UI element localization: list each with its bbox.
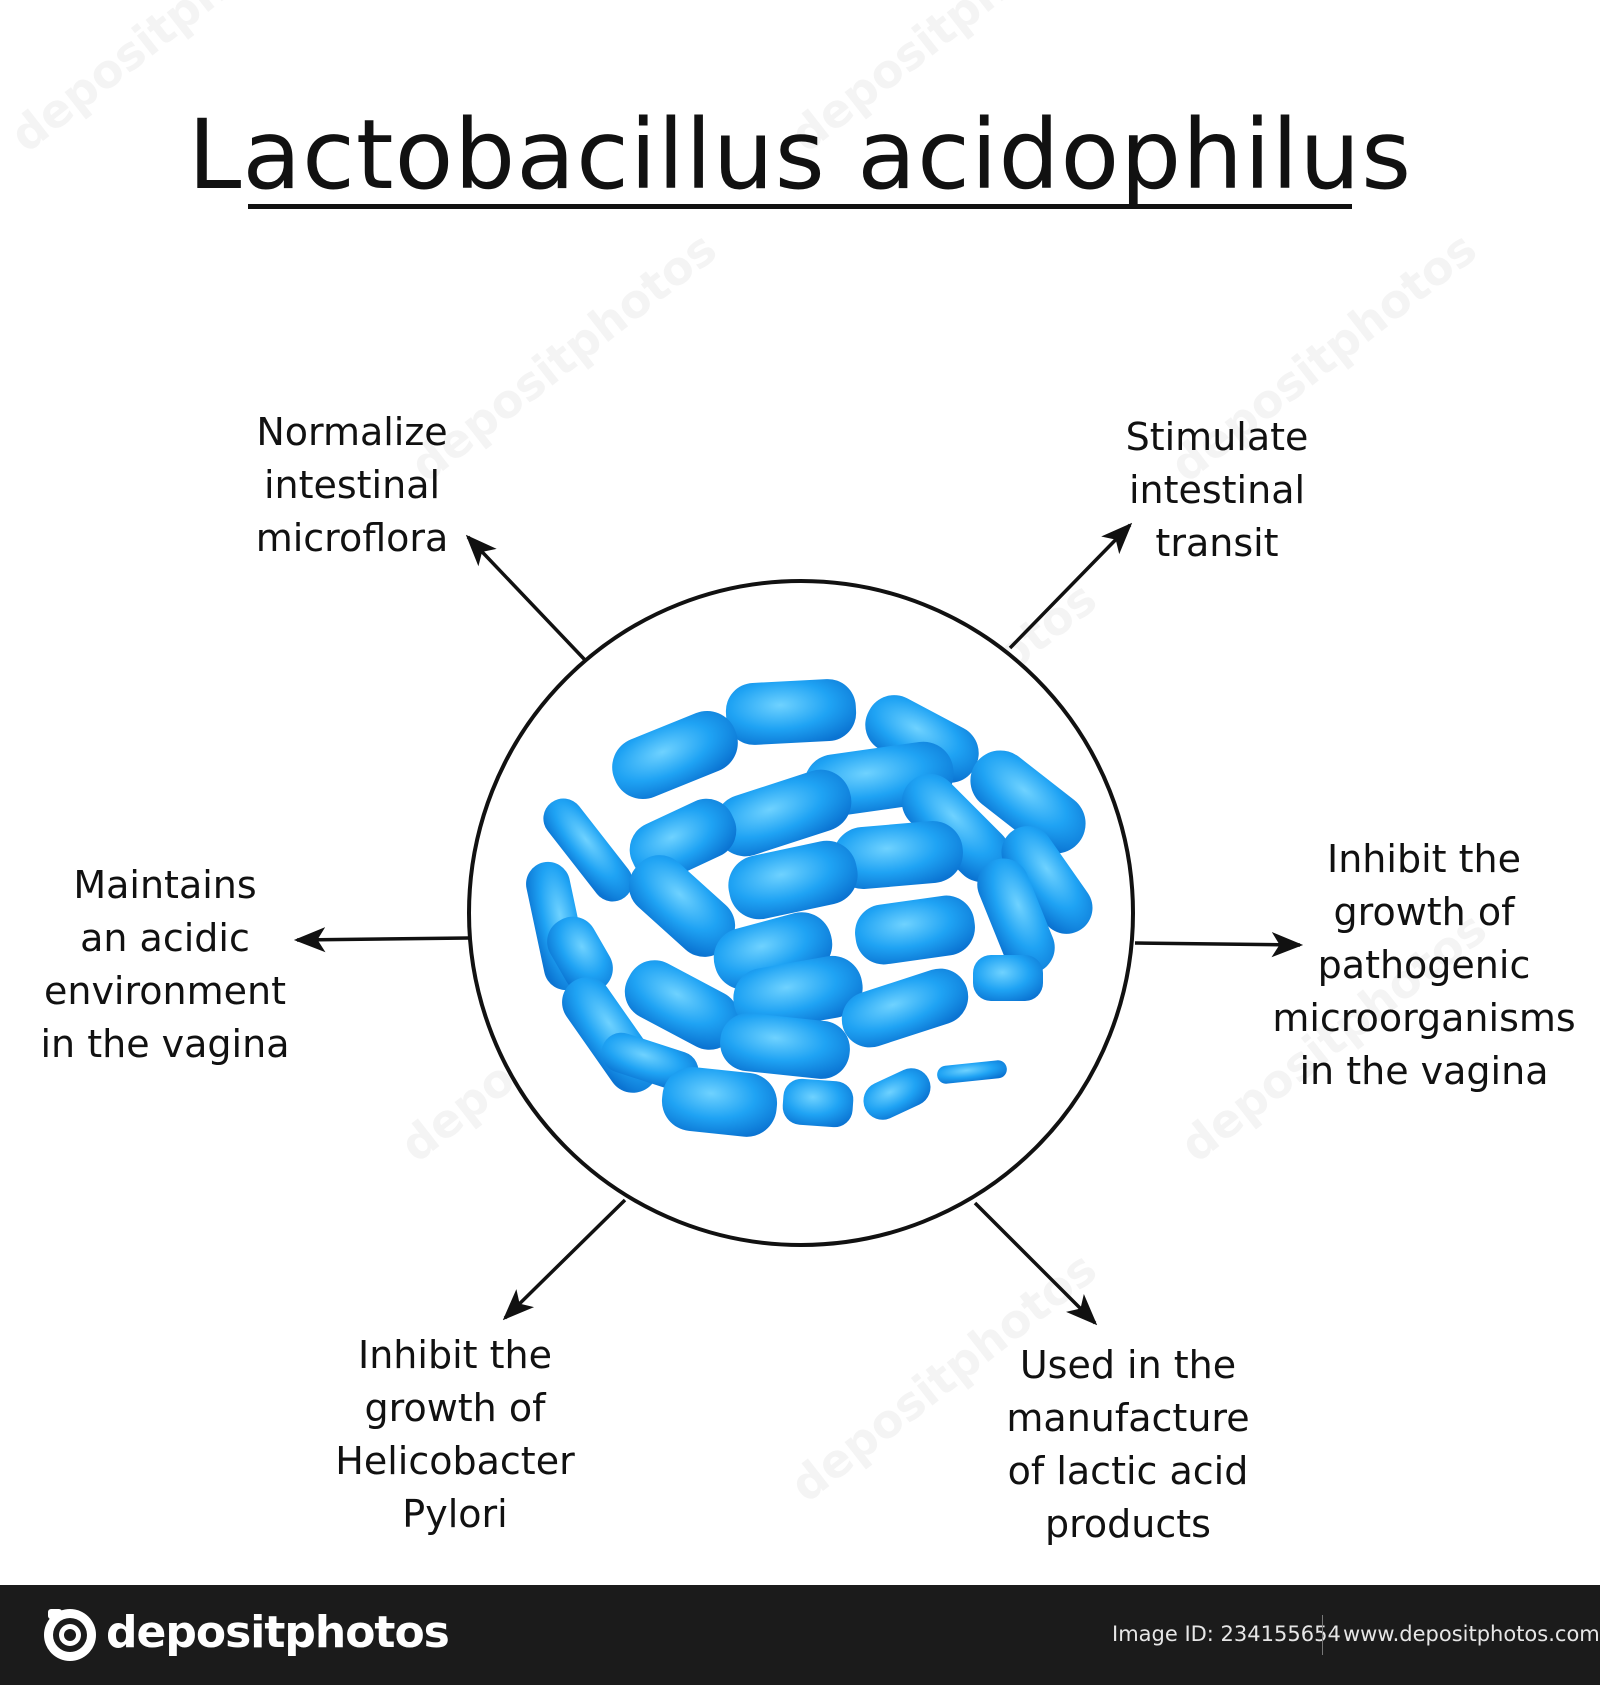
label-line: Inhibit the [358, 1333, 552, 1377]
label-line: intestinal [1128, 468, 1306, 512]
label-line: Helicobacter [335, 1439, 575, 1483]
label-line: Pylori [402, 1492, 508, 1536]
bacterium [973, 955, 1043, 1001]
bacterium [841, 968, 969, 1048]
bacterium [661, 1067, 778, 1137]
label-line: microorganisms [1272, 996, 1576, 1040]
bacterium [733, 955, 863, 1031]
bacterium [782, 1078, 854, 1128]
bacterium [725, 679, 857, 745]
label-line: microflora [255, 516, 449, 560]
arrows [293, 522, 1304, 1326]
label-line: Used in the [1019, 1343, 1237, 1387]
footer-bar: depositphotos Image ID: 234155654 www.de… [0, 1585, 1600, 1685]
arrow-stimulate [1008, 522, 1133, 650]
arrow-lactic [973, 1201, 1098, 1326]
site-url[interactable]: www.depositphotos.com [1343, 1622, 1600, 1646]
arrow-helicobacter [502, 1198, 627, 1321]
label-line: products [1045, 1502, 1211, 1546]
label-line: manufacture [1006, 1396, 1250, 1440]
label-line: growth of [364, 1386, 546, 1430]
label-inhibit-pathogenic: Inhibit the growth of pathogenic microor… [1265, 833, 1583, 1098]
footer-divider [1322, 1615, 1323, 1655]
bacterium [547, 916, 613, 994]
label-line: Normalize [256, 410, 448, 454]
bacterium [937, 1060, 1007, 1084]
label-line: Maintains [73, 863, 257, 907]
label-line: in the vagina [1299, 1049, 1549, 1093]
label-line: Stimulate [1125, 415, 1309, 459]
label-line: environment [43, 969, 286, 1013]
label-line: transit [1155, 521, 1279, 565]
label-normalize-microflora: Normalize intestinal microflora [222, 406, 482, 565]
label-stimulate-transit: Stimulate intestinal transit [1107, 411, 1327, 570]
label-line: of lactic acid [1007, 1449, 1249, 1493]
brand-name: depositphotos [106, 1607, 450, 1658]
label-inhibit-helicobacter: Inhibit the growth of Helicobacter Pylor… [320, 1329, 590, 1541]
bacterium [970, 750, 1086, 854]
arrow-acidic [293, 927, 470, 953]
depositphotos-logo-icon [44, 1609, 96, 1661]
arrow-normalize [465, 534, 587, 662]
label-line: in the vagina [40, 1022, 290, 1066]
bacterium [863, 1068, 931, 1120]
bacterium [1001, 826, 1093, 934]
label-line: Inhibit the [1327, 837, 1521, 881]
image-id: Image ID: 234155654 [1112, 1622, 1341, 1646]
bacterium [901, 773, 1011, 883]
label-lactic-acid-products: Used in the manufacture of lactic acid p… [988, 1339, 1268, 1551]
bacterium [728, 840, 858, 920]
bacteria-cluster [526, 679, 1093, 1137]
bacterium [833, 820, 963, 890]
page-title: Lactobacillus acidophilus [187, 99, 1413, 211]
label-line: an acidic [80, 916, 250, 960]
bacterium [624, 960, 740, 1050]
title-underline [248, 204, 1352, 209]
bacterium [543, 798, 633, 902]
label-line: growth of [1333, 890, 1515, 934]
label-line: pathogenic [1317, 943, 1531, 987]
bacterium [714, 769, 852, 857]
bacterium [628, 855, 736, 957]
label-line: intestinal [263, 463, 441, 507]
bacterium [612, 710, 738, 800]
bacterium [977, 858, 1055, 974]
arrow-pathogenic [1134, 932, 1304, 958]
bacterium [720, 1013, 850, 1079]
diagram-canvas [293, 522, 1304, 1326]
label-acidic-environment: Maintains an acidic environment in the v… [30, 859, 300, 1071]
bacterium [855, 895, 975, 965]
